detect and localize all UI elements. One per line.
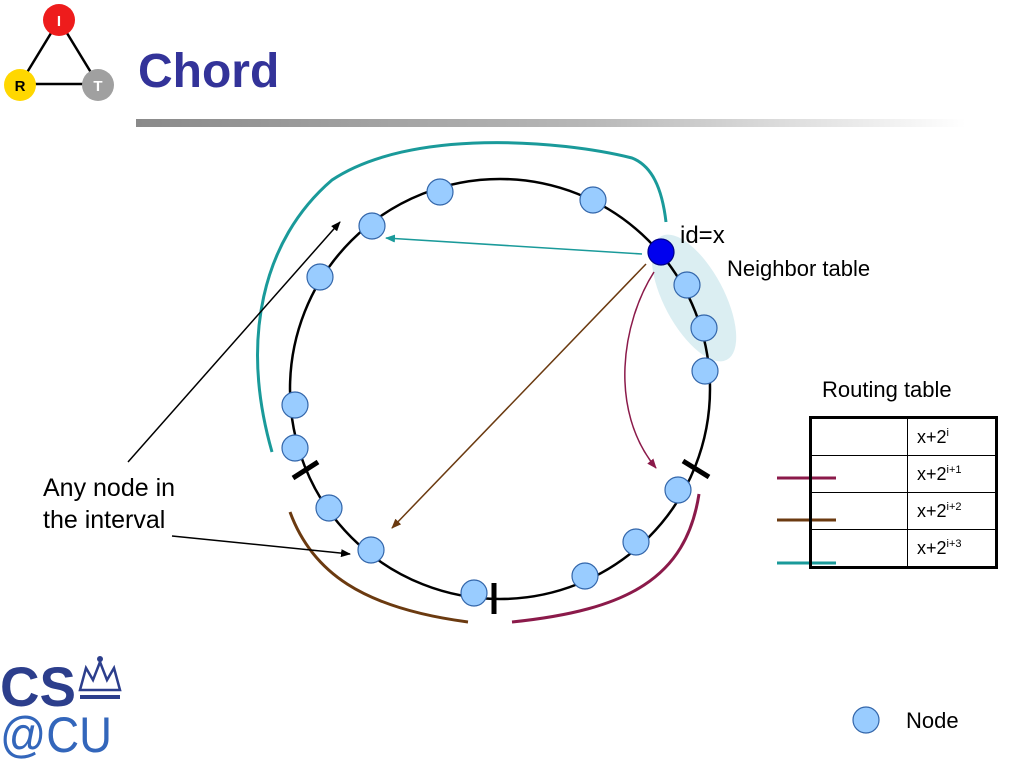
interval-arc-brown — [288, 511, 469, 624]
finger-arrow-brown — [391, 263, 647, 529]
routing-table-entry: x+2i+1 — [907, 455, 997, 493]
interval-tick — [681, 458, 711, 480]
interval-arc-maroon — [511, 493, 701, 624]
entry-base: x+2 — [917, 537, 947, 558]
logo-at-cu-text: @CU — [0, 707, 112, 763]
entry-base: x+2 — [917, 426, 947, 447]
legend-node-label: Node — [906, 708, 959, 733]
ring-node — [306, 263, 334, 291]
chord-ring — [288, 177, 712, 601]
routing-table-entry: x+2i+2 — [907, 492, 997, 530]
ring-node — [622, 528, 650, 556]
interval-pointer-arrow — [127, 221, 341, 463]
entry-base: x+2 — [917, 463, 947, 484]
routing-table-entry: x+2i — [907, 417, 997, 456]
logo-node-t — [82, 69, 114, 101]
routing-table-blank-cell — [810, 455, 908, 493]
routing-table-row: x+2i+1 — [810, 455, 997, 493]
logo-letter-t: T — [93, 78, 102, 95]
logo-node-i — [43, 4, 75, 36]
ring-node — [571, 562, 599, 590]
entry-exponent: i+1 — [946, 463, 962, 476]
routing-table-label: Routing table — [822, 377, 952, 402]
ring-node — [690, 314, 718, 342]
finger-arrow-maroon — [624, 271, 657, 469]
interval-tick — [291, 459, 320, 481]
ring-node — [691, 357, 719, 385]
entry-base: x+2 — [917, 500, 947, 521]
interval-pointer-arrow — [171, 535, 351, 558]
ring-node — [673, 271, 701, 299]
ring-node — [426, 178, 454, 206]
routing-table-blank-cell — [810, 492, 908, 530]
ring-nodes — [281, 178, 719, 607]
entry-exponent: i — [946, 426, 949, 439]
page-title: Chord — [138, 45, 280, 98]
logo-cs-text: CS — [0, 655, 76, 718]
routing-table-blank-cell — [810, 417, 908, 456]
irt-logo: I R T — [4, 4, 114, 101]
logo-letter-i: I — [57, 13, 61, 30]
ring-node — [315, 494, 343, 522]
entry-exponent: i+3 — [946, 537, 962, 550]
cs-at-cu-logo: CS @CU — [0, 655, 122, 763]
crown-icon — [78, 656, 122, 699]
logo-letter-r: R — [15, 78, 26, 95]
ring-node — [281, 434, 309, 462]
routing-table-row: x+2i — [810, 417, 997, 456]
routing-table-row: x+2i+2 — [810, 492, 997, 530]
ring-node — [357, 536, 385, 564]
routing-table-entry: x+2i+3 — [907, 529, 997, 568]
self-node-label: id=x — [680, 222, 725, 249]
ring-node — [281, 391, 309, 419]
routing-table: x+2i x+2i+1 x+2i+2 x+2i+3 — [809, 416, 998, 569]
routing-table-row: x+2i+3 — [810, 529, 997, 568]
ring-node — [358, 212, 386, 240]
ring-node — [460, 579, 488, 607]
legend-node-icon — [852, 706, 880, 734]
logo-node-r — [4, 69, 36, 101]
ring-node — [664, 476, 692, 504]
routing-table-blank-cell — [810, 529, 908, 568]
interval-label: Any node in the interval — [43, 474, 176, 534]
title-divider — [136, 119, 966, 127]
finger-arrow-teal — [385, 234, 643, 255]
interval-arc-teal — [256, 141, 668, 453]
entry-exponent: i+2 — [946, 500, 962, 513]
self-node — [647, 238, 675, 266]
ring-node — [579, 186, 607, 214]
neighbor-table-label: Neighbor table — [727, 256, 871, 281]
